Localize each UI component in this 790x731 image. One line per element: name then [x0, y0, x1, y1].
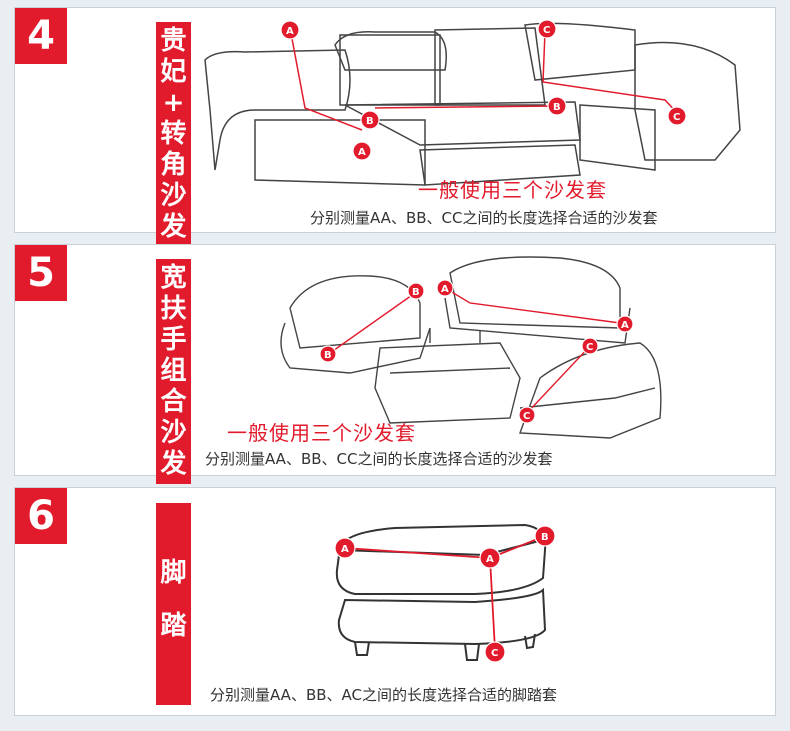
svg-text:B: B	[553, 102, 561, 113]
svg-text:A: A	[621, 320, 629, 331]
marker-c-top: C	[537, 19, 557, 39]
label-char: 扶	[160, 294, 187, 324]
section-hint: 分别测量AA、BB、AC之间的长度选择合适的脚踏套	[210, 686, 557, 704]
section-6-panel: 6 脚 踏 A A B C 分别测量AA、BB、AC之间的长度选择合适的脚踏套	[14, 487, 776, 716]
section-title: 一般使用三个沙发套	[418, 178, 607, 202]
marker-a-left: A	[334, 537, 356, 559]
section-number: 4	[15, 8, 67, 64]
marker-b-left: B	[360, 110, 380, 130]
corner-sofa-illustration: A A B B C C	[204, 19, 741, 186]
svg-text:C: C	[543, 25, 550, 36]
marker-c-bottom: C	[518, 406, 536, 424]
label-char: 踏	[160, 611, 187, 641]
section-label: 脚 踏	[156, 503, 191, 705]
label-char: 沙	[160, 418, 187, 448]
label-char: 脚	[160, 558, 187, 588]
svg-text:A: A	[286, 26, 294, 37]
label-char: 手	[160, 325, 187, 355]
marker-c: C	[484, 641, 506, 663]
svg-text:A: A	[358, 147, 366, 158]
label-char: 贵	[160, 26, 187, 56]
label-char: 沙	[160, 181, 187, 211]
marker-c-top: C	[581, 337, 599, 355]
section-5-panel: 5 宽 扶 手 组 合 沙 发 B B A A C C 一般使用三个沙发套 分别…	[14, 244, 776, 484]
svg-text:C: C	[586, 342, 593, 353]
svg-text:B: B	[541, 532, 549, 543]
marker-a-bottom: A	[352, 141, 372, 161]
svg-text:C: C	[673, 112, 680, 123]
marker-b-left: B	[319, 345, 337, 363]
label-char: 合	[160, 387, 187, 417]
wide-arm-sofa-set-illustration: B B A A C C	[280, 256, 662, 439]
section-label: 宽 扶 手 组 合 沙 发	[156, 259, 191, 484]
marker-a-right: A	[616, 315, 634, 333]
label-char: 妃	[160, 57, 187, 87]
svg-text:C: C	[491, 648, 498, 659]
svg-text:B: B	[324, 350, 332, 361]
svg-text:A: A	[341, 544, 349, 555]
section-number: 5	[15, 245, 67, 301]
marker-a-top: A	[280, 20, 300, 40]
label-char: 组	[160, 356, 187, 386]
marker-c-right: C	[667, 106, 687, 126]
section-hint: 分别测量AA、BB、CC之间的长度选择合适的沙发套	[310, 209, 658, 227]
svg-text:C: C	[523, 411, 530, 422]
section-hint: 分别测量AA、BB、CC之间的长度选择合适的沙发套	[205, 450, 553, 468]
section-title: 一般使用三个沙发套	[227, 421, 416, 445]
marker-a-right: A	[479, 547, 501, 569]
section-4-panel: 4 贵 妃 + 转 角 沙 发 A A B B C C 一般使用三个沙发套	[14, 7, 776, 247]
svg-text:B: B	[366, 116, 374, 127]
svg-text:B: B	[412, 287, 420, 298]
marker-b: B	[534, 525, 556, 547]
label-char: 发	[160, 449, 187, 479]
marker-b-right: B	[547, 96, 567, 116]
marker-a-left: A	[436, 279, 454, 297]
label-char: 转	[160, 119, 187, 149]
marker-b-right: B	[407, 282, 425, 300]
section-label: 贵 妃 + 转 角 沙 发	[156, 22, 191, 247]
footstool-illustration: A A B C	[334, 523, 556, 663]
svg-text:A: A	[486, 554, 494, 565]
label-char: 角	[160, 150, 187, 180]
label-char: +	[162, 88, 185, 118]
label-char: 发	[160, 212, 187, 242]
label-char: 宽	[160, 263, 187, 293]
section-number: 6	[15, 488, 67, 544]
svg-text:A: A	[441, 284, 449, 295]
